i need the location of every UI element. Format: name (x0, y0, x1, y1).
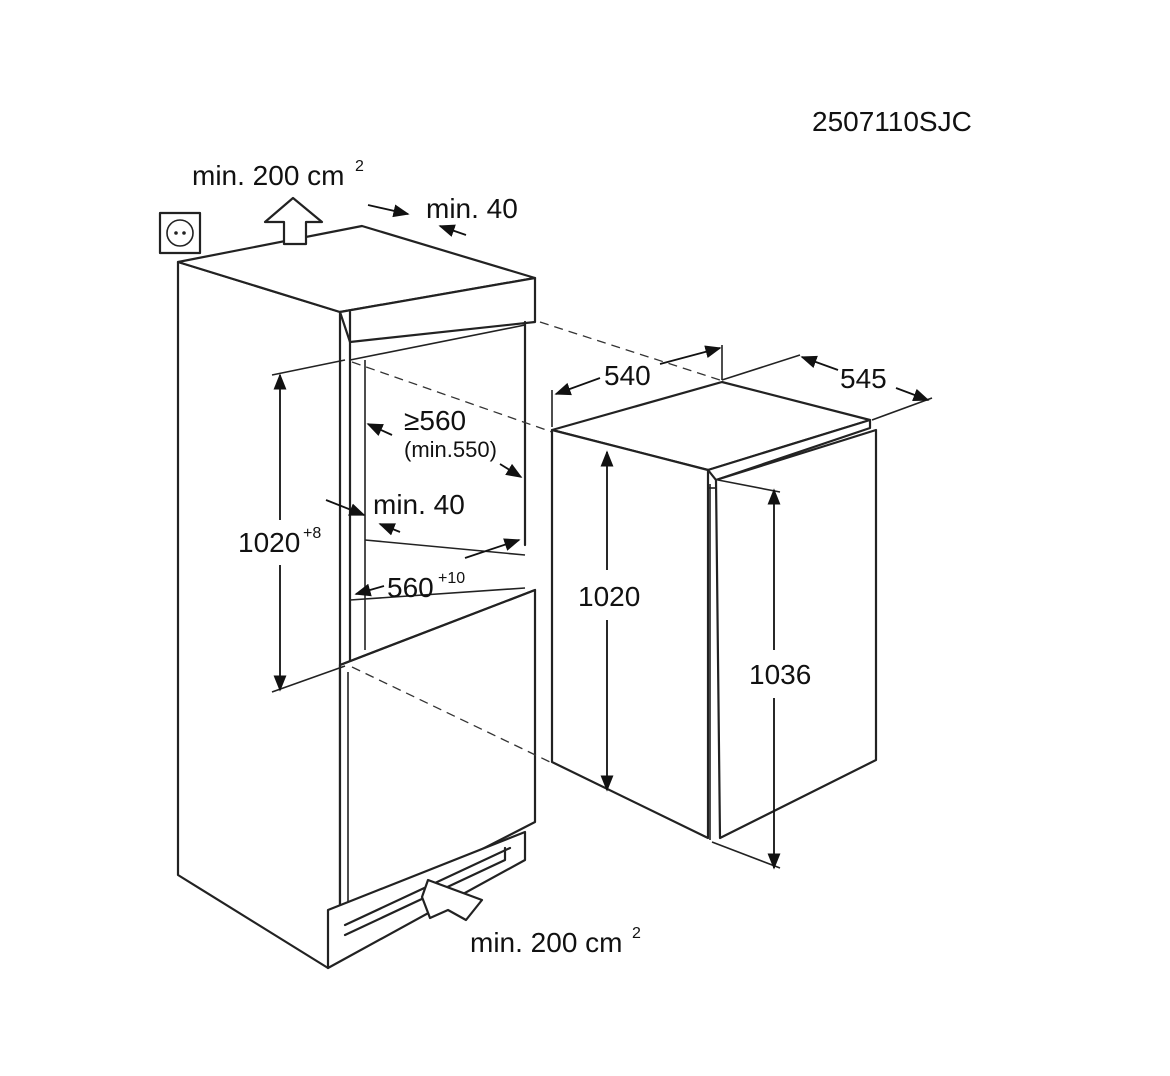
vent-top-label: min. 200 cm (192, 160, 345, 191)
vent-bottom-sup: 2 (632, 925, 641, 942)
gap-rear-dimension (325, 499, 401, 536)
appliance-height-label: 1020 (578, 581, 640, 612)
niche-width-label: 560 (387, 572, 434, 603)
niche-depth-min: (min.550) (404, 437, 497, 462)
niche-width-tol: +10 (438, 570, 465, 587)
appliance-depth-dimension (721, 354, 933, 421)
appliance-door-height-dimension (711, 479, 781, 870)
niche-height-label: 1020 (238, 527, 300, 558)
niche-width-dimension (354, 538, 521, 597)
gap-top-label: min. 40 (426, 193, 518, 224)
niche-height-tol: +8 (303, 525, 321, 542)
appliance-width-label: 540 (604, 360, 651, 391)
refrigerator-appliance (550, 380, 878, 840)
projection-lines (351, 321, 721, 763)
model-code: 2507110SJC (812, 106, 972, 137)
appliance-door-height-label: 1036 (749, 659, 811, 690)
gap-top-dimension (367, 204, 467, 237)
niche-height-dimension (271, 359, 346, 693)
appliance-depth-label: 545 (840, 363, 887, 394)
gap-rear-label: min. 40 (373, 489, 465, 520)
appliance-width-dimension (551, 345, 723, 427)
niche-depth-label: ≥560 (404, 405, 466, 436)
vent-bottom-label: min. 200 cm (470, 927, 623, 958)
niche-depth-dimension (366, 423, 523, 478)
socket-icon (158, 211, 202, 255)
air-up-arrow-icon (263, 196, 324, 246)
vent-top-sup: 2 (355, 158, 364, 175)
air-in-arrow-icon (420, 878, 484, 922)
kitchen-cabinet (176, 224, 537, 970)
